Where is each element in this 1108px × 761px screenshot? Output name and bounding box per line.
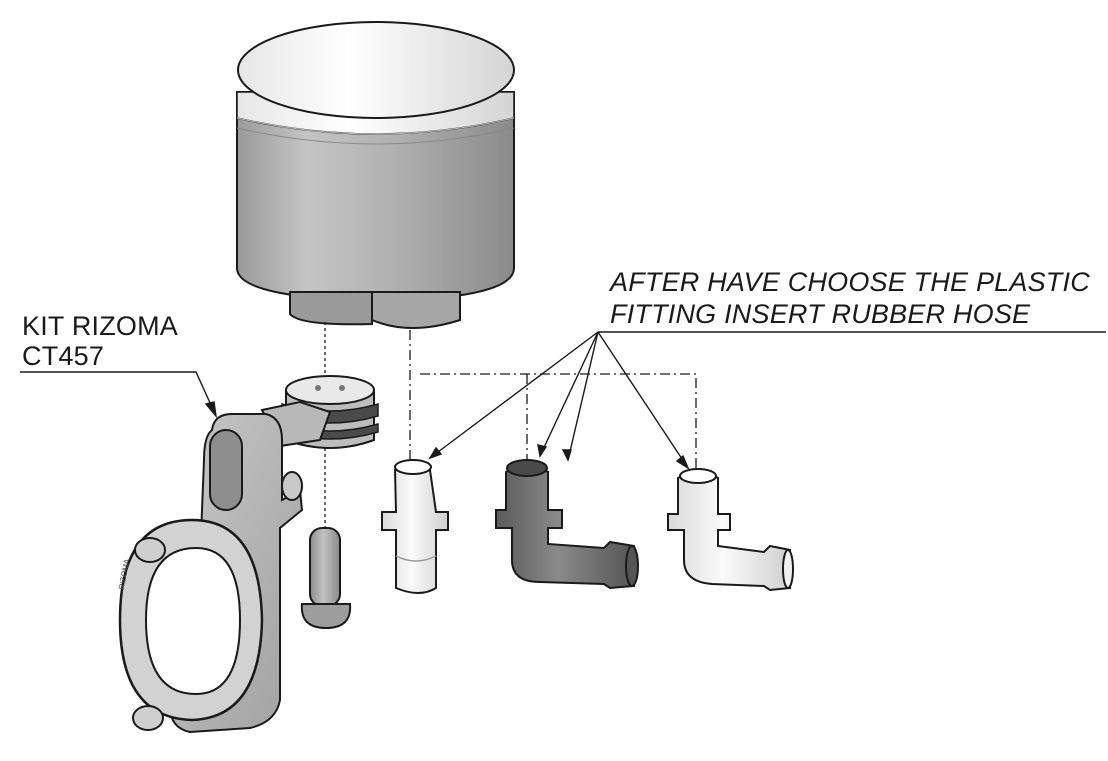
kit-label-line1: KIT RIZOMA	[22, 311, 179, 341]
mounting-pin	[300, 527, 352, 630]
straight-fitting	[381, 459, 449, 594]
elbow-fitting-dark	[495, 459, 639, 590]
reservoir-base	[289, 291, 373, 326]
kit-label-line2: CT457	[22, 341, 105, 371]
instruction-line2: FITTING INSERT RUBBER HOSE	[610, 299, 1031, 329]
assembly-guide-lines	[324, 322, 697, 560]
instruction-line1: AFTER HAVE CHOOSE THE PLASTIC	[610, 267, 1090, 297]
mounting-clamp: RIZOMA	[117, 400, 332, 734]
reservoir-outlet	[371, 291, 461, 329]
leader-lines	[20, 331, 1106, 470]
reservoir-cap-top	[237, 21, 515, 119]
elbow-fitting-light	[667, 468, 794, 592]
fluid-reservoir	[236, 21, 515, 329]
